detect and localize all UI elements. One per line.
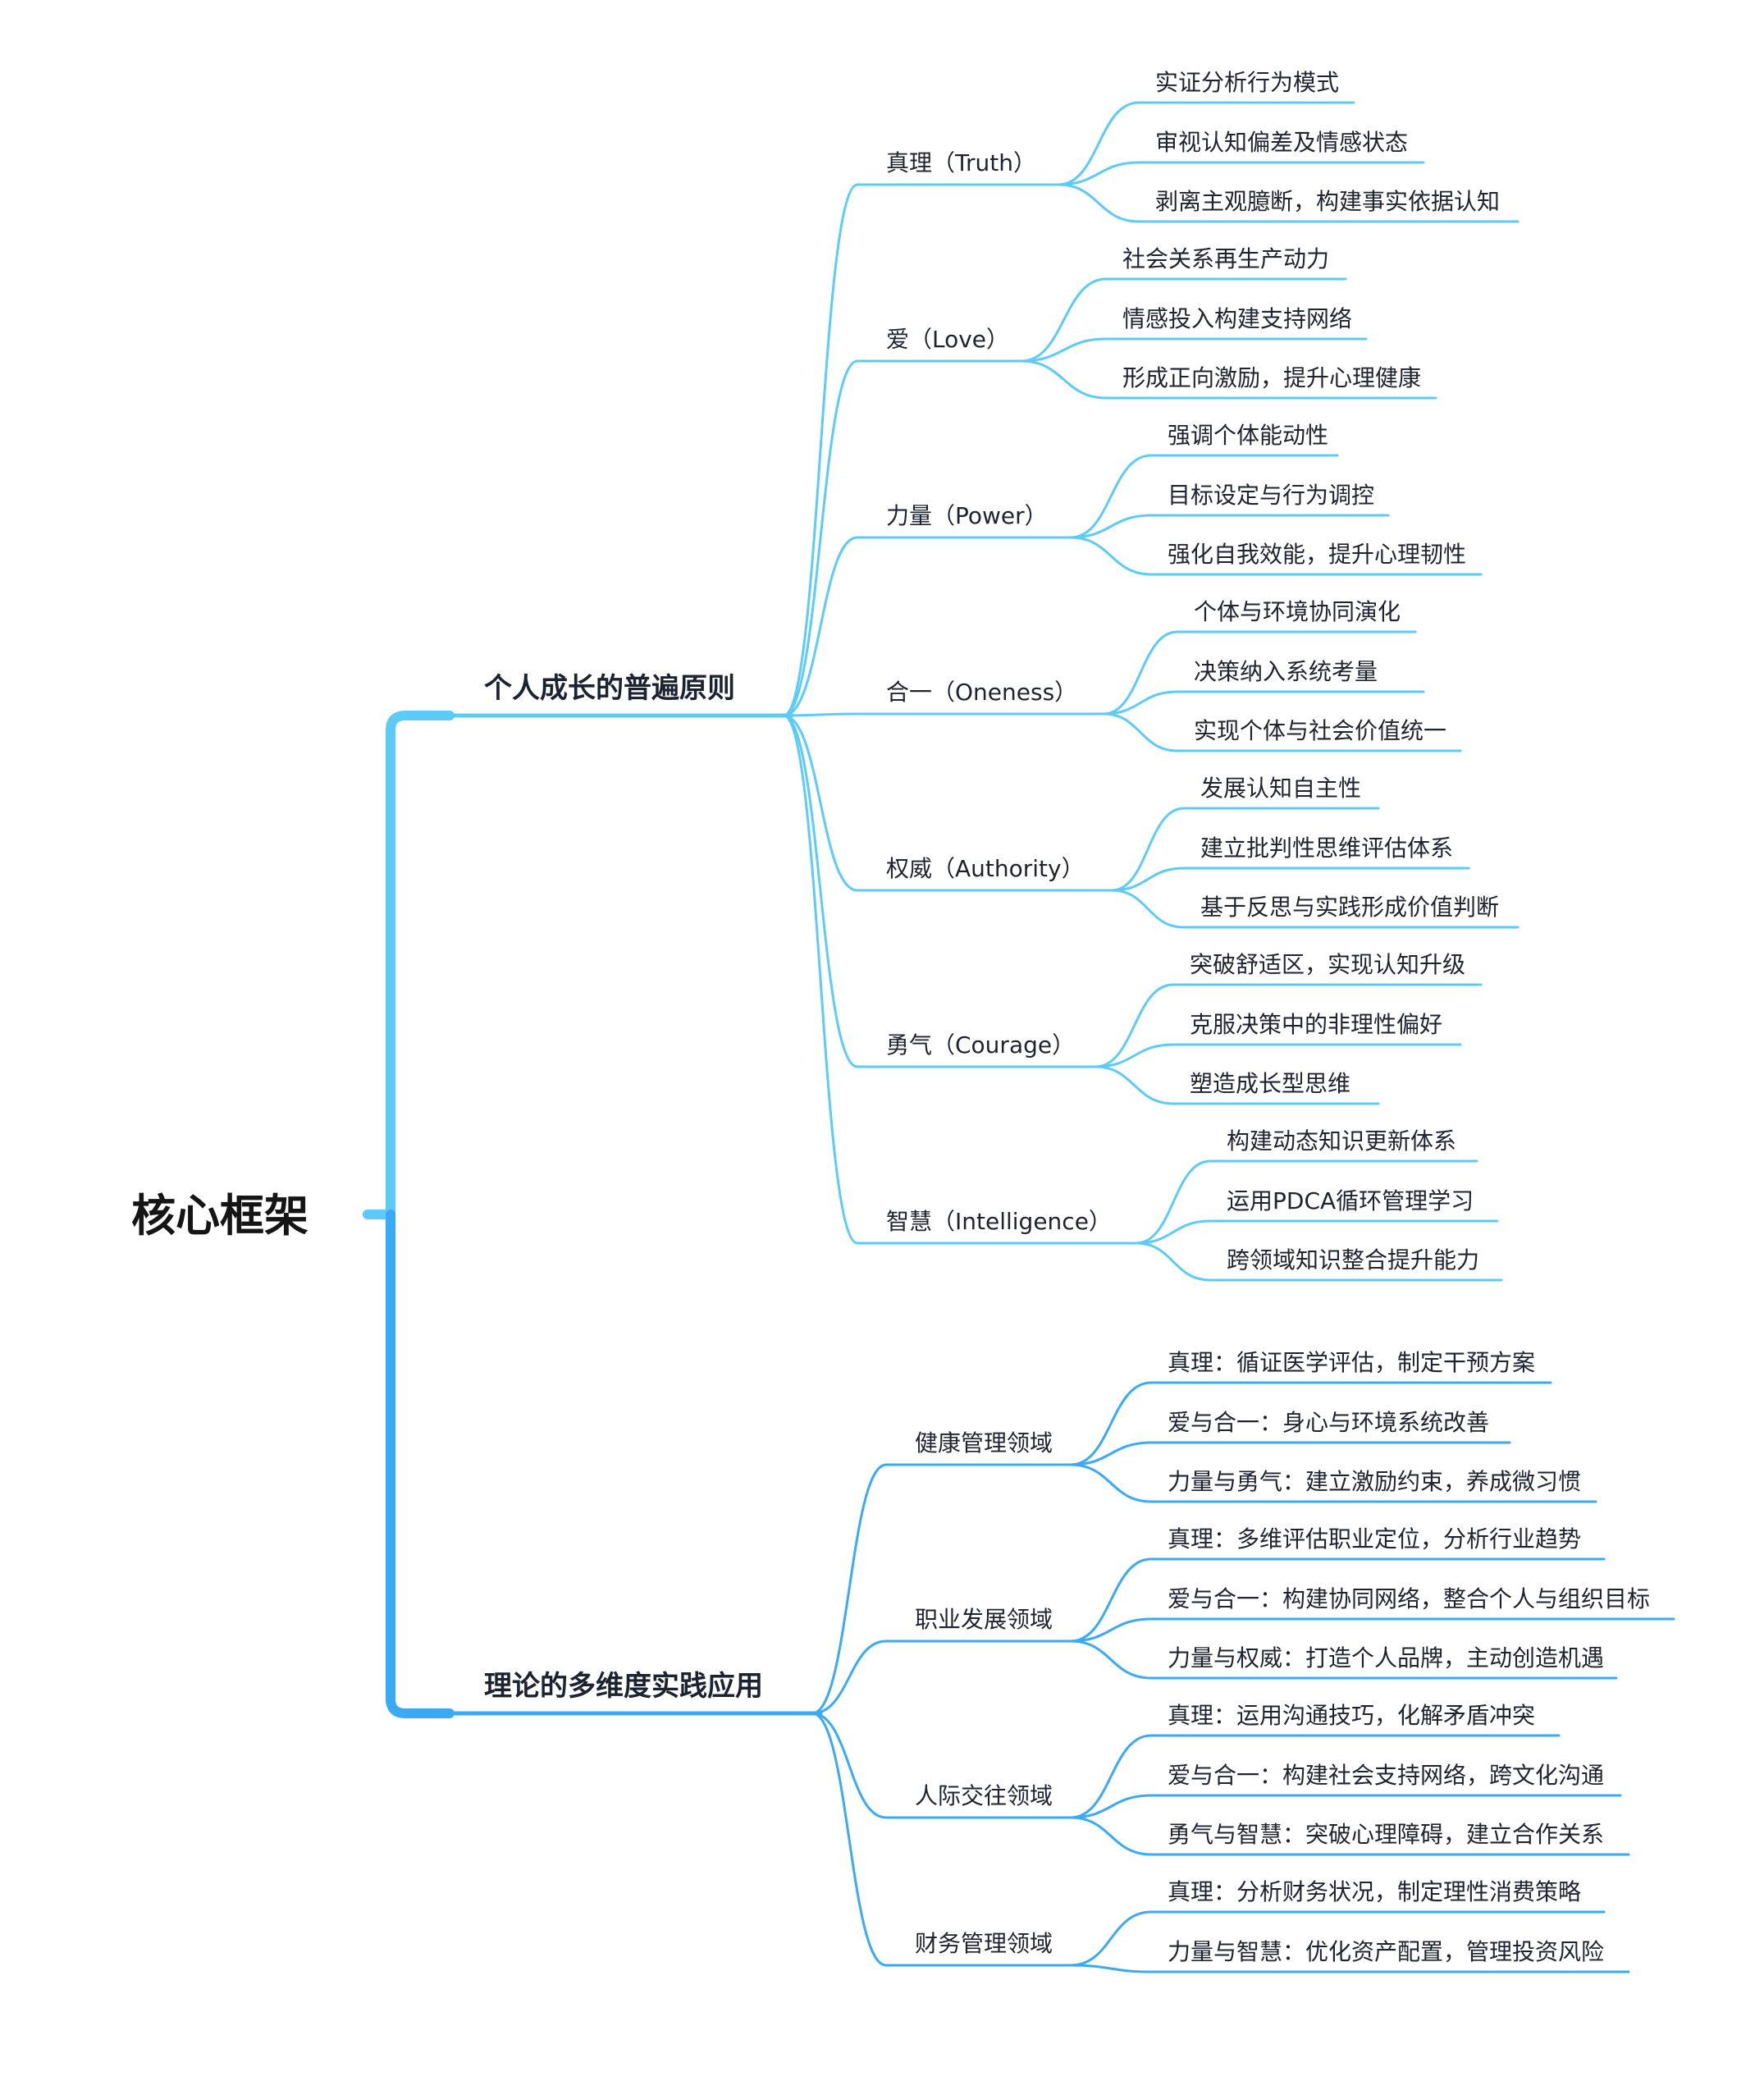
leaf-topic[interactable]: 实现个体与社会价值统一 — [1194, 717, 1447, 744]
leaf-connector — [1069, 1463, 1153, 1503]
leaf-topic[interactable]: 突破舒适区，实现认知升级 — [1190, 951, 1466, 978]
leaf-topic[interactable]: 社会关系再生产动力 — [1122, 245, 1330, 272]
sub-branch-connector — [811, 1712, 888, 1967]
leaf-topic[interactable]: 强化自我效能，提升心理韧性 — [1168, 541, 1467, 568]
trunk-upper — [386, 711, 455, 1219]
sub-topic[interactable]: 人际交往领域 — [915, 1782, 1053, 1809]
leaf-topic[interactable]: 力量与勇气：建立激励约束，养成微习惯 — [1168, 1468, 1582, 1495]
sub-branch-connector — [782, 712, 859, 717]
leaf-topic[interactable]: 塑造成长型思维 — [1190, 1070, 1351, 1097]
sub-branch-connector — [811, 1712, 888, 1819]
sub-topic[interactable]: 力量（Power） — [886, 502, 1048, 529]
leaf-connector — [1020, 359, 1108, 400]
sub-branch-connector — [782, 714, 859, 1245]
leaf-topic[interactable]: 真理：循证医学评估，制定干预方案 — [1168, 1349, 1536, 1376]
leaf-connector — [1069, 514, 1153, 539]
sub-topic[interactable]: 合一（Oneness） — [886, 679, 1078, 706]
leaf-topic[interactable]: 克服决策中的非理性偏好 — [1190, 1011, 1443, 1038]
leaf-connector — [1110, 807, 1186, 892]
root-topic[interactable]: 核心框架 — [131, 1190, 308, 1242]
sub-topic[interactable]: 财务管理领域 — [915, 1930, 1053, 1957]
sub-branch-connector — [811, 1463, 888, 1715]
leaf-topic[interactable]: 建立批判性思维评估体系 — [1200, 835, 1454, 862]
leaf-connector — [1069, 1910, 1153, 1967]
leaf-connector — [1135, 1242, 1212, 1282]
leaf-topic[interactable]: 力量与权威：打造个人品牌，主动创造机遇 — [1168, 1644, 1605, 1672]
trunk-lower — [386, 1210, 455, 1718]
sub-branch-connector — [782, 714, 859, 892]
leaf-connector — [1069, 1816, 1153, 1856]
leaf-connector — [1069, 454, 1153, 539]
leaf-topic[interactable]: 跨领域知识整合提升能力 — [1227, 1246, 1480, 1274]
leaf-connector — [1094, 1065, 1175, 1105]
leaf-connector — [1057, 183, 1140, 223]
leaf-connector — [1102, 690, 1179, 716]
leaf-connector — [1094, 983, 1175, 1068]
leaf-topic[interactable]: 爱与合一：身心与环境系统改善 — [1168, 1409, 1490, 1436]
leaf-connector — [1102, 630, 1179, 716]
leaf-topic[interactable]: 决策纳入系统考量 — [1194, 658, 1378, 685]
leaf-connector — [1069, 1794, 1153, 1819]
sub-branch-connector — [811, 1640, 888, 1715]
leaf-topic[interactable]: 爱与合一：构建社会支持网络，跨文化沟通 — [1168, 1762, 1605, 1789]
leaf-topic[interactable]: 爱与合一：构建协同网络，整合个人与组织目标 — [1168, 1585, 1651, 1612]
leaf-topic[interactable]: 发展认知自主性 — [1200, 775, 1362, 802]
sub-topic[interactable]: 智慧（Intelligence） — [886, 1208, 1112, 1235]
sub-topic[interactable]: 权威（Authority） — [886, 855, 1085, 882]
leaf-topic[interactable]: 实证分析行为模式 — [1155, 69, 1340, 96]
leaf-topic[interactable]: 形成正向激励，提升心理健康 — [1122, 364, 1422, 391]
leaf-connector — [1057, 101, 1140, 186]
sub-topic[interactable]: 勇气（Courage） — [886, 1031, 1076, 1059]
leaf-connector — [1069, 1441, 1153, 1466]
leaf-connector — [1069, 536, 1153, 576]
sub-branch-connector — [782, 183, 859, 717]
leaf-connector — [1069, 1557, 1153, 1643]
leaf-connector — [1094, 1043, 1175, 1068]
leaf-topic[interactable]: 基于反思与实践形成价值判断 — [1200, 894, 1500, 921]
leaf-topic[interactable]: 力量与智慧：优化资产配置，管理投资风险 — [1168, 1938, 1605, 1965]
leaf-connector — [1135, 1159, 1212, 1245]
main-topic[interactable]: 理论的多维度实践应用 — [484, 1670, 763, 1703]
sub-branch-connector — [782, 359, 859, 717]
leaf-connector — [1069, 1381, 1153, 1466]
leaf-connector — [1135, 1219, 1212, 1245]
leaf-topic[interactable]: 强调个体能动性 — [1168, 422, 1329, 449]
leaf-connector — [1069, 1964, 1153, 1973]
leaf-connector — [1069, 1617, 1153, 1643]
leaf-topic[interactable]: 构建动态知识更新体系 — [1227, 1127, 1457, 1155]
leaf-topic[interactable]: 审视认知偏差及情感状态 — [1155, 129, 1409, 156]
leaf-topic[interactable]: 真理：运用沟通技巧，化解矛盾冲突 — [1168, 1702, 1536, 1729]
sub-topic[interactable]: 健康管理领域 — [915, 1429, 1053, 1457]
leaf-connector — [1020, 337, 1108, 363]
leaf-connector — [1110, 889, 1186, 929]
leaf-topic[interactable]: 勇气与智慧：突破心理障碍，建立合作关系 — [1168, 1821, 1605, 1848]
leaf-connector — [1069, 1640, 1153, 1680]
leaf-connector — [1057, 161, 1140, 186]
leaf-connector — [1020, 277, 1108, 363]
sub-branch-connector — [782, 714, 859, 1068]
leaf-connector — [1102, 712, 1179, 752]
sub-topic[interactable]: 爱（Love） — [886, 326, 1010, 353]
leaf-topic[interactable]: 个体与环境协同演化 — [1194, 598, 1401, 625]
sub-topic[interactable]: 真理（Truth） — [886, 149, 1036, 176]
sub-topic[interactable]: 职业发展领域 — [915, 1606, 1053, 1633]
main-topic[interactable]: 个人成长的普遍原则 — [484, 672, 735, 705]
leaf-topic[interactable]: 剥离主观臆断，构建事实依据认知 — [1155, 188, 1501, 215]
leaf-connector — [1110, 867, 1186, 892]
leaf-topic[interactable]: 运用PDCA循环管理学习 — [1227, 1187, 1474, 1214]
sub-branch-connector — [782, 536, 859, 717]
leaf-topic[interactable]: 真理：多维评估职业定位，分析行业趋势 — [1168, 1525, 1582, 1553]
leaf-topic[interactable]: 真理：分析财务状况，制定理性消费策略 — [1168, 1878, 1582, 1905]
leaf-topic[interactable]: 情感投入构建支持网络 — [1122, 305, 1353, 332]
leaf-topic[interactable]: 目标设定与行为调控 — [1168, 482, 1375, 509]
leaf-connector — [1069, 1734, 1153, 1819]
